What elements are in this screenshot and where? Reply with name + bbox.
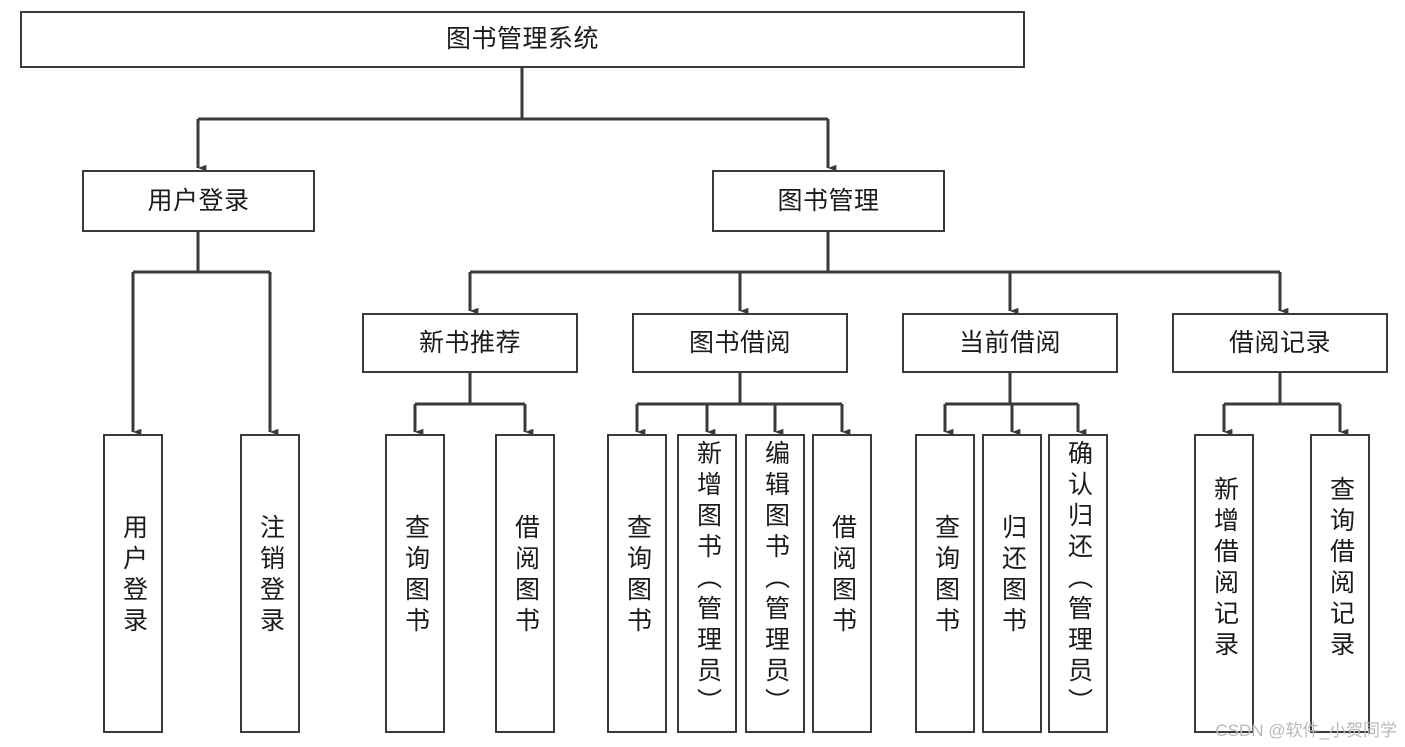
leaf-return-book[interactable]: 归还图书 [982, 434, 1042, 733]
node-label: 归还图书 [998, 514, 1027, 638]
node-current-borrow[interactable]: 当前借阅 [902, 313, 1118, 373]
node-label: 新增图书（管理员） [693, 440, 722, 719]
node-label: 新增借阅记录 [1210, 476, 1239, 662]
node-label: 注销登录 [256, 514, 285, 638]
node-label: 确认归还（管理员） [1064, 440, 1093, 719]
leaf-user-login[interactable]: 用户登录 [103, 434, 163, 733]
node-book-borrow[interactable]: 图书借阅 [632, 313, 848, 373]
node-label: 查询图书 [931, 514, 960, 638]
leaf-query-book-new-book[interactable]: 查询图书 [385, 434, 445, 733]
node-label: 用户登录 [147, 186, 250, 215]
node-label: 图书管理系统 [445, 25, 599, 53]
leaf-edit-book[interactable]: 编辑图书（管理员） [745, 434, 805, 733]
node-label: 借阅图书 [828, 514, 857, 638]
node-label: 借阅记录 [1228, 328, 1331, 357]
node-label: 图书借阅 [688, 328, 791, 357]
node-label: 查询图书 [623, 514, 652, 638]
node-label: 查询图书 [401, 514, 430, 638]
node-label: 当前借阅 [958, 328, 1061, 357]
leaf-add-book[interactable]: 新增图书（管理员） [677, 434, 737, 733]
leaf-query-book-borrow[interactable]: 查询图书 [607, 434, 667, 733]
node-label: 用户登录 [119, 514, 148, 638]
node-book-management[interactable]: 图书管理 [712, 170, 945, 232]
node-root-book-management-system[interactable]: 图书管理系统 [20, 11, 1025, 68]
leaf-confirm-return[interactable]: 确认归还（管理员） [1048, 434, 1108, 733]
leaf-borrow-book-borrow[interactable]: 借阅图书 [812, 434, 872, 733]
leaf-query-book-current[interactable]: 查询图书 [915, 434, 975, 733]
node-label: 借阅图书 [511, 514, 540, 638]
node-new-book-recommend[interactable]: 新书推荐 [362, 313, 578, 373]
leaf-logout-login[interactable]: 注销登录 [240, 434, 300, 733]
node-borrow-record[interactable]: 借阅记录 [1172, 313, 1388, 373]
node-label: 新书推荐 [418, 328, 521, 357]
leaf-query-borrow-record[interactable]: 查询借阅记录 [1310, 434, 1370, 733]
node-label: 编辑图书（管理员） [761, 440, 790, 719]
leaf-borrow-book-new-book[interactable]: 借阅图书 [495, 434, 555, 733]
node-label: 查询借阅记录 [1326, 476, 1355, 662]
node-user-login[interactable]: 用户登录 [82, 170, 315, 232]
leaf-add-borrow-record[interactable]: 新增借阅记录 [1194, 434, 1254, 733]
node-label: 图书管理 [777, 186, 880, 215]
